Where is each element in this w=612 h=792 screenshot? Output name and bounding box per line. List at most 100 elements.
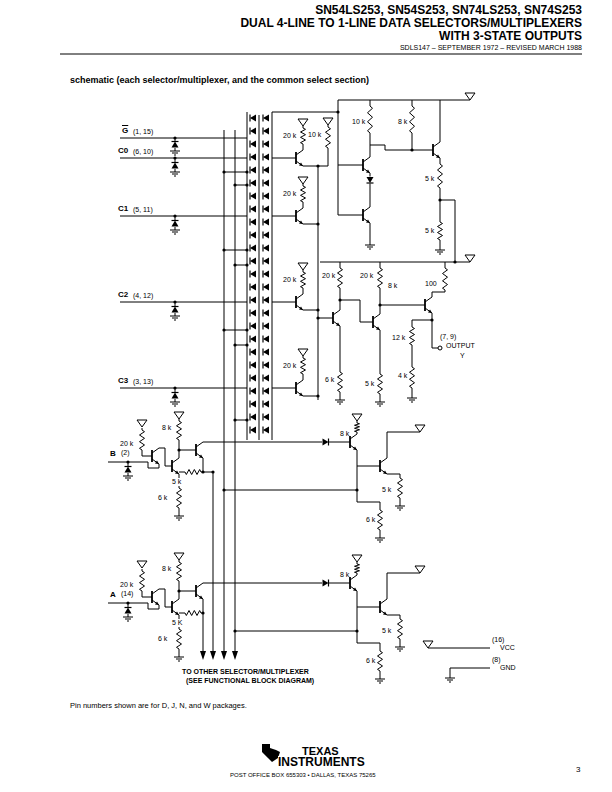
wire	[318, 166, 328, 167]
diode-symbol	[172, 221, 179, 227]
pin-number: (1, 15)	[133, 128, 153, 136]
resistor-value: 8 k	[398, 118, 407, 126]
diode-symbol	[263, 388, 269, 395]
transistor-symbol	[380, 458, 387, 463]
diode-symbol	[249, 388, 250, 395]
diode-symbol	[250, 284, 256, 291]
wire	[203, 583, 322, 584]
header-subtitle: WITH 3-STATE OUTPUTS	[439, 30, 582, 43]
diode-symbol	[263, 167, 269, 174]
ground-symbol	[339, 404, 341, 405]
diode-symbol	[323, 439, 329, 446]
transistor-symbol	[383, 612, 387, 615]
wire	[340, 326, 341, 370]
wire	[303, 290, 304, 294]
wire	[380, 330, 381, 372]
resistor-symbol	[177, 486, 182, 510]
diode-symbol	[328, 439, 329, 446]
wire	[303, 204, 304, 208]
ground-symbol	[172, 174, 178, 175]
resistor-symbol	[140, 428, 145, 452]
diode-symbol	[263, 258, 269, 265]
resistor-value: 6 k	[325, 376, 334, 384]
wire	[224, 172, 247, 173]
diode-symbol	[263, 349, 269, 356]
wire	[120, 138, 247, 139]
ground-symbol	[176, 659, 182, 660]
wire	[338, 100, 339, 165]
diode-symbol	[250, 349, 256, 356]
diode-symbol	[263, 206, 269, 213]
transistor-symbol	[155, 461, 159, 464]
ground-symbol	[172, 232, 178, 233]
transistor-symbol	[349, 577, 351, 589]
wire	[179, 591, 196, 592]
diode-symbol	[250, 154, 256, 161]
wire	[432, 348, 438, 349]
diode-symbol	[249, 232, 250, 239]
ground-symbol	[174, 234, 176, 235]
transistor-symbol	[363, 207, 370, 212]
diode-symbol	[249, 154, 250, 161]
transistor-symbol	[366, 170, 370, 173]
junction-dot	[211, 470, 214, 473]
diode-symbol	[249, 245, 250, 252]
diode-symbol	[263, 245, 269, 252]
transistor-symbol	[171, 460, 173, 472]
transistor-symbol	[196, 442, 203, 447]
diode-symbol	[262, 206, 263, 213]
wire	[203, 599, 204, 613]
transistor-symbol	[350, 575, 357, 580]
transistor-symbol	[151, 591, 153, 603]
wire	[400, 641, 401, 647]
transistor-symbol	[296, 391, 303, 396]
diode-symbol	[250, 193, 256, 200]
wire	[303, 310, 318, 311]
diode-symbol	[250, 180, 256, 187]
transistor-symbol	[376, 327, 380, 330]
ground-symbol	[335, 400, 345, 401]
resistor-value: 8 k	[388, 282, 397, 290]
diode-symbol	[250, 284, 256, 291]
diode-symbol	[250, 427, 256, 434]
diode-symbol	[250, 141, 256, 148]
wire	[159, 448, 172, 466]
diode-symbol	[263, 245, 269, 252]
diode-symbol	[262, 388, 263, 395]
ground-symbol	[397, 649, 403, 650]
resistor-symbol	[177, 560, 182, 583]
wire	[370, 135, 371, 157]
header-rule	[60, 54, 582, 55]
wire	[120, 388, 247, 389]
resistor-symbol	[378, 508, 383, 532]
diode-symbol	[263, 388, 269, 395]
diode-symbol	[250, 232, 256, 239]
diode-symbol	[249, 193, 250, 200]
ground-symbol	[174, 406, 176, 407]
transistor-symbol	[299, 307, 303, 310]
resistor-symbol	[398, 476, 403, 500]
diode-symbol	[172, 306, 179, 307]
ground-symbol	[379, 406, 381, 407]
figure-heading: schematic (each selector/multiplexer, an…	[70, 76, 369, 86]
arrowhead	[200, 651, 206, 660]
junction-dot	[222, 488, 225, 491]
resistor-symbol	[378, 266, 383, 290]
ground-symbol	[170, 151, 180, 152]
resistor-value: 8 k	[340, 430, 349, 438]
ground-symbol	[337, 402, 343, 403]
diode-symbol	[250, 271, 256, 278]
resistor-value: 12 k	[392, 334, 405, 342]
diode-symbol	[262, 128, 263, 135]
resistor-value: 100	[425, 280, 437, 288]
diode-symbol	[172, 221, 179, 227]
wire	[272, 388, 296, 389]
ground-symbol	[174, 176, 176, 177]
diode-symbol	[250, 323, 256, 330]
vcc-symbol	[415, 425, 425, 432]
vcc-symbol	[465, 93, 475, 100]
wire	[440, 242, 441, 250]
vcc-symbol	[352, 555, 362, 562]
note-text: TO OTHER SELECTOR/MULTIPLEXER	[182, 668, 309, 676]
diode-symbol	[262, 167, 263, 174]
